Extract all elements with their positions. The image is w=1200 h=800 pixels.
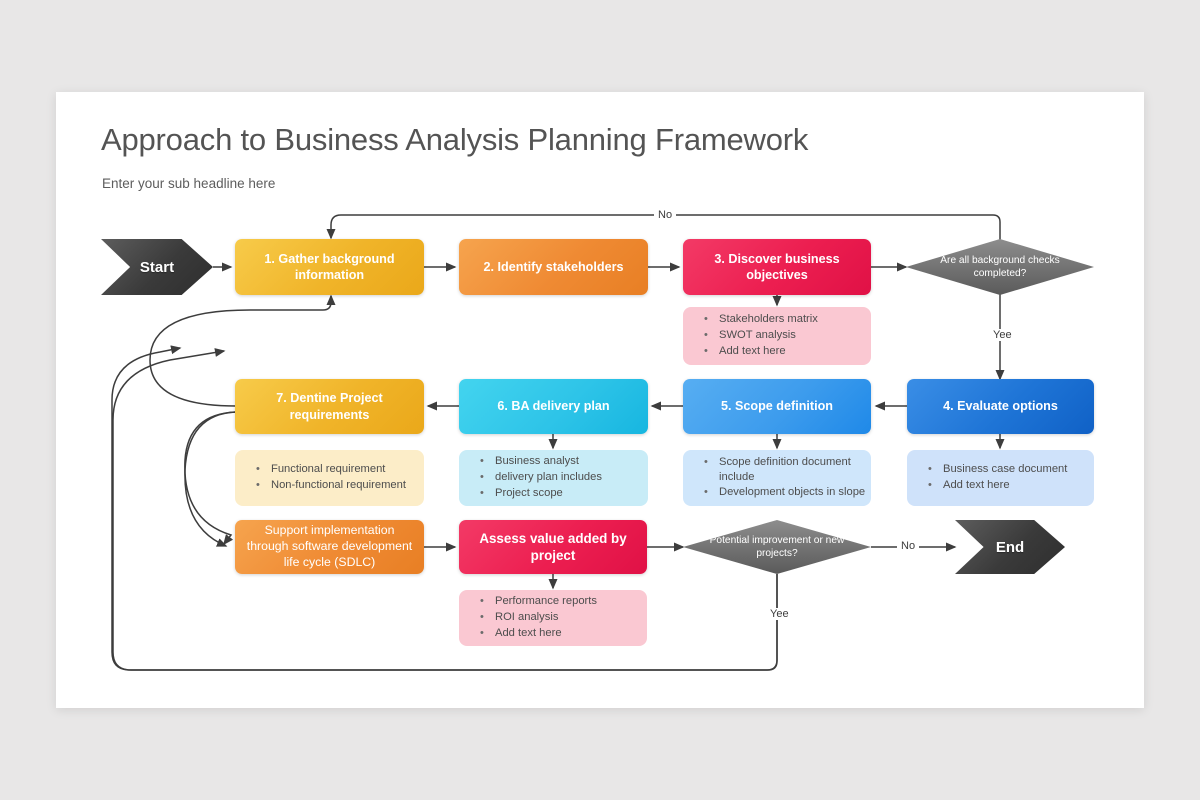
note-requirements-outputs: Functional requirement Non-functional re… xyxy=(235,450,424,506)
page-subtitle: Enter your sub headline here xyxy=(102,176,276,191)
node-5-scope-definition[interactable]: 5. Scope definition xyxy=(683,379,871,434)
node-7-dentine-project-requirements[interactable]: 7. Dentine Project requirements xyxy=(235,379,424,434)
note-item: Business case document xyxy=(928,462,1067,478)
decision-background-checks-label: Are all background checks completed? xyxy=(940,254,1060,279)
note-item: Add text here xyxy=(928,478,1067,494)
node-2-identify-stakeholders[interactable]: 2. Identify stakeholders xyxy=(459,239,648,295)
note-scope-definition-outputs: Scope definition document include Develo… xyxy=(683,450,871,506)
note-stakeholders-outputs: Stakeholders matrix SWOT analysis Add te… xyxy=(683,307,871,365)
note-item: Scope definition document include xyxy=(704,455,865,484)
node-3-discover-business-objectives[interactable]: 3. Discover business objectives xyxy=(683,239,871,295)
note-item: Development objects in slope xyxy=(704,485,865,501)
node-6-ba-delivery-plan[interactable]: 6. BA delivery plan xyxy=(459,379,648,434)
note-item: SWOT analysis xyxy=(704,328,818,344)
node-4-evaluate-options[interactable]: 4. Evaluate options xyxy=(907,379,1094,434)
note-item: Business analyst xyxy=(480,454,602,470)
note-item: ROI analysis xyxy=(480,610,597,626)
edge-label-no-top: No xyxy=(654,209,677,221)
edge-label-yes-bottom: Yee xyxy=(766,608,793,620)
note-item: Add text here xyxy=(480,626,597,642)
note-assess-value-outputs: Performance reports ROI analysis Add tex… xyxy=(459,590,647,646)
edge-label-no-bottom: No xyxy=(897,540,920,552)
page-title: Approach to Business Analysis Planning F… xyxy=(101,122,809,157)
node-9-assess-value-added[interactable]: Assess value added by project xyxy=(459,520,647,574)
node-1-gather-background-information[interactable]: 1. Gather background information xyxy=(235,239,424,295)
edge-label-yes-right: Yee xyxy=(989,329,1016,341)
note-delivery-plan-outputs: Business analyst delivery plan includes … xyxy=(459,450,648,506)
note-item: Add text here xyxy=(704,344,818,360)
note-item: Performance reports xyxy=(480,594,597,610)
note-evaluate-options-outputs: Business case document Add text here xyxy=(907,450,1094,506)
note-item: Project scope xyxy=(480,486,602,502)
note-item: delivery plan includes xyxy=(480,470,602,486)
note-item: Functional requirement xyxy=(256,462,406,478)
decision-potential-improvement-label: Potential improvement or new projects? xyxy=(709,534,845,559)
note-item: Stakeholders matrix xyxy=(704,312,818,328)
note-item: Non-functional requirement xyxy=(256,478,406,494)
node-8-support-implementation[interactable]: Support implementation through software … xyxy=(235,520,424,574)
